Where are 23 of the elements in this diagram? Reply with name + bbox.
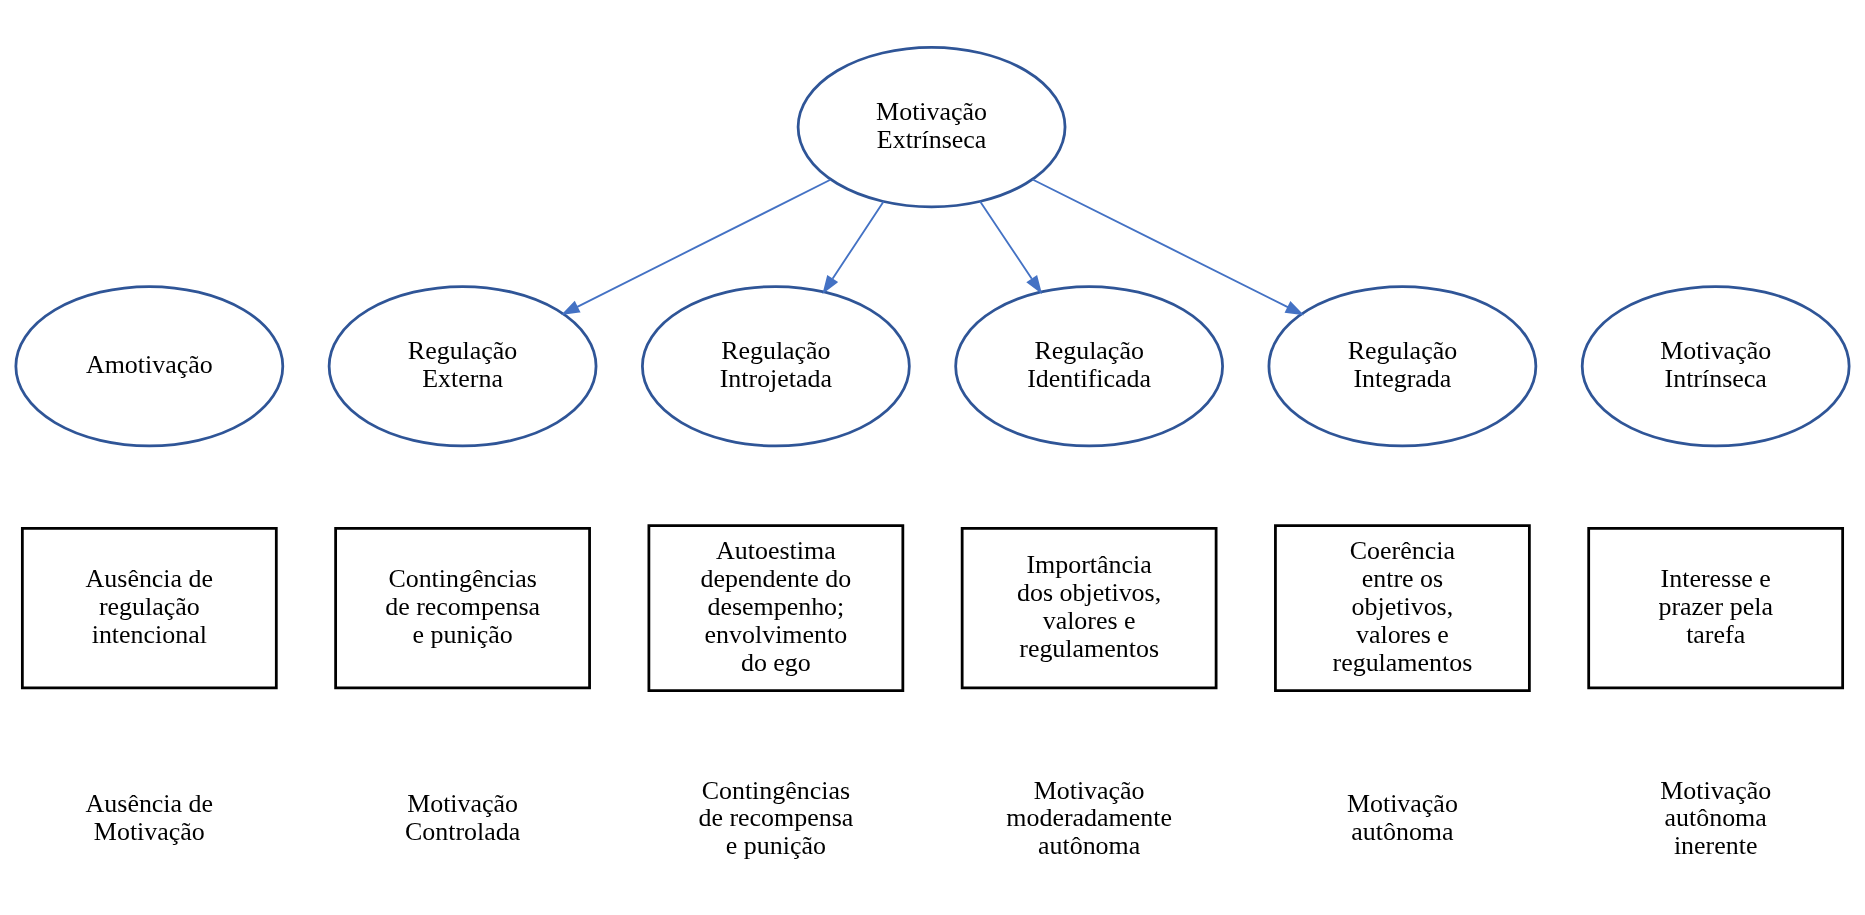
- node-box: Ausência de regulação intencional: [20, 526, 278, 689]
- node-ellipse: Regulação Introjetada: [641, 284, 911, 447]
- label: Ausência de Motivação: [85, 788, 214, 846]
- node-ellipse: Regulação Integrada: [1267, 284, 1538, 447]
- label: Contingências de recompensa e punição: [698, 775, 854, 860]
- arrow: [979, 200, 1042, 294]
- node-ellipse: Amotivação: [14, 284, 285, 447]
- label: Motivação Controlada: [404, 788, 521, 846]
- node-box: Importância dos objetivos, valores e regulamentos: [960, 526, 1218, 689]
- label: Motivação moderadamente autônoma: [1006, 775, 1172, 860]
- arrow: [561, 178, 832, 315]
- node-box: Coerência entre os objetivos, valores e regulamentos: [1274, 523, 1531, 692]
- node-box: Interesse e prazer pela tarefa: [1587, 526, 1845, 689]
- node-ellipse: Regulação Externa: [327, 284, 598, 447]
- arrow: [1031, 178, 1305, 315]
- node-ellipse: Motivação Intrínseca: [1580, 284, 1851, 447]
- node-box: Autoestima dependente do desempenho; envolvimento do ego: [647, 523, 905, 692]
- node-box: Contingências de recompensa e punição: [334, 526, 591, 689]
- node-ellipse: Motivação Extrínseca: [796, 45, 1067, 208]
- label: Motivação autônoma: [1346, 788, 1458, 846]
- node-ellipse: Regulação Identificada: [954, 284, 1224, 447]
- label: Motivação autônoma inerente: [1660, 775, 1772, 860]
- arrow: [822, 200, 885, 294]
